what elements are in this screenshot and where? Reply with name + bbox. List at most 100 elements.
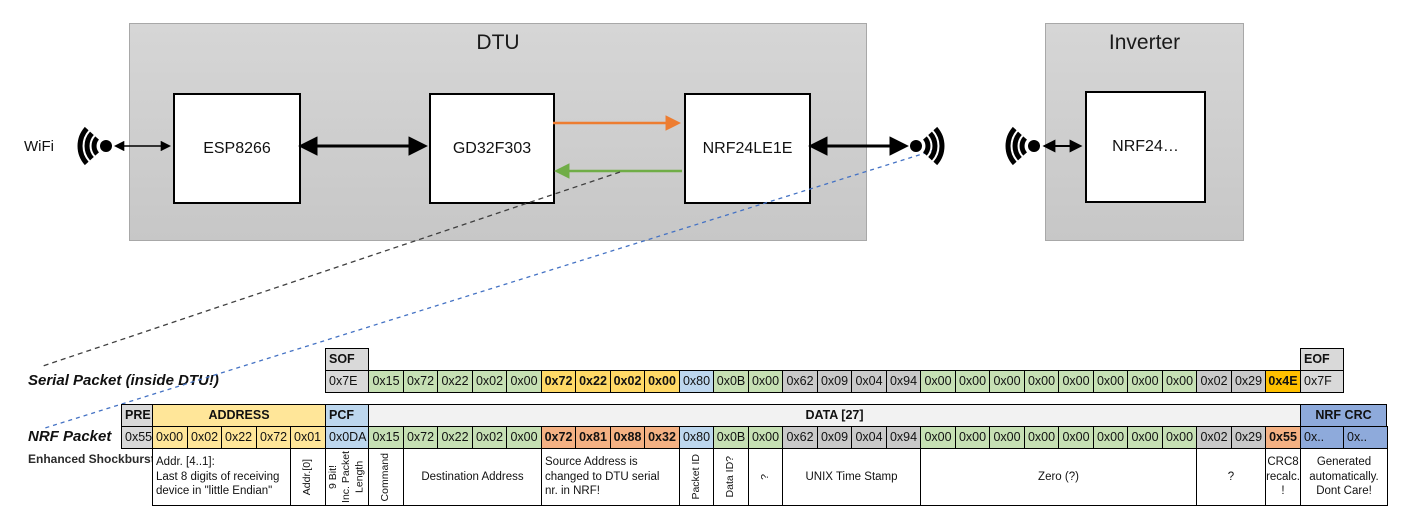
- serial-packet-label: Serial Packet (inside DTU!): [28, 372, 219, 389]
- nrf24le1e-box: NRF24LE1E: [684, 93, 811, 204]
- esp8266-box: ESP8266: [173, 93, 301, 204]
- pre-value: 0x55: [121, 426, 153, 449]
- nrf-byte-cell: 0x00: [920, 426, 956, 449]
- data-header: DATA [27]: [368, 404, 1301, 427]
- nrf-crc-cell: 0x..: [1300, 426, 1344, 449]
- inverter-nrf24-label: NRF24…: [1112, 138, 1179, 155]
- serial-byte-cell: 0x15: [368, 370, 404, 393]
- nrf-byte-cell: 0x02: [1196, 426, 1232, 449]
- nrf-crc-cell: 0x..: [1343, 426, 1388, 449]
- serial-byte-cell: 0x02: [472, 370, 507, 393]
- wifi-icon: [77, 126, 112, 166]
- annotation-cell: Generated automatically. Dont Care!: [1300, 448, 1388, 506]
- inverter-panel: Inverter: [1045, 23, 1244, 241]
- serial-byte-cell: 0x04: [851, 370, 887, 393]
- serial-byte-cell: 0x22: [437, 370, 473, 393]
- serial-byte-cell: 0x09: [817, 370, 852, 393]
- nrf-crc-header: NRF CRC: [1300, 404, 1387, 427]
- annotation-cell: Command: [368, 448, 404, 506]
- annotation-cell: Zero (?): [920, 448, 1197, 506]
- annotation-cell: UNIX Time Stamp: [782, 448, 921, 506]
- serial-byte-cell: 0x80: [679, 370, 714, 393]
- nrf-byte-cell: 0x09: [817, 426, 852, 449]
- address-header: ADDRESS: [152, 404, 326, 427]
- address-byte-cell: 0x01: [290, 426, 326, 449]
- serial-byte-cell: 0x00: [1093, 370, 1128, 393]
- address-byte-cell: 0x02: [187, 426, 222, 449]
- nrf-byte-cell: 0x00: [1127, 426, 1163, 449]
- serial-byte-cell: 0x00: [989, 370, 1025, 393]
- annotation-cell: ?: [748, 448, 783, 506]
- serial-byte-cell: 0x00: [920, 370, 956, 393]
- inverter-antenna-icon: [1005, 126, 1040, 166]
- dtu-title: DTU: [476, 31, 520, 54]
- pcf-value: 0x0DA: [325, 426, 369, 449]
- nrf-byte-cell: 0x02: [472, 426, 507, 449]
- sof-header: SOF: [325, 348, 369, 371]
- serial-byte-cell: 0x00: [1162, 370, 1197, 393]
- nrf-byte-cell: 0x62: [782, 426, 818, 449]
- nrf-byte-cell: 0x00: [748, 426, 783, 449]
- annotation-cell: 9 Bit! Inc. Packet Length: [325, 448, 369, 506]
- annotation-cell: Packet ID: [679, 448, 714, 506]
- inverter-title: Inverter: [1108, 31, 1181, 54]
- eof-header: EOF: [1300, 348, 1344, 371]
- gd32f303-label: GD32F303: [452, 139, 532, 157]
- sof-value: 0x7E: [325, 370, 369, 393]
- annotation-cell: Destination Address: [403, 448, 542, 506]
- annotation-cell: Source Address is changed to DTU serial …: [541, 448, 680, 506]
- pcf-header: PCF: [325, 404, 369, 427]
- annotation-cell: CRC8 recalc. !: [1265, 448, 1301, 506]
- nrf-byte-cell: 0x00: [1093, 426, 1128, 449]
- nrf-byte-cell: 0x29: [1231, 426, 1266, 449]
- serial-byte-cell: 0x00: [955, 370, 990, 393]
- dtu-antenna-icon: [910, 126, 945, 166]
- nrf-byte-cell: 0x00: [1058, 426, 1094, 449]
- nrf24le1e-label: NRF24LE1E: [702, 139, 793, 157]
- nrf-byte-cell: 0x88: [610, 426, 645, 449]
- nrf-byte-cell: 0x22: [437, 426, 473, 449]
- wifi-label: WiFi: [24, 138, 54, 155]
- serial-byte-cell: 0x22: [575, 370, 611, 393]
- nrf-byte-cell: 0x81: [575, 426, 611, 449]
- serial-byte-cell: 0x94: [886, 370, 921, 393]
- nrf-byte-cell: 0x00: [989, 426, 1025, 449]
- serial-byte-cell: 0x62: [782, 370, 818, 393]
- esp8266-label: ESP8266: [203, 139, 271, 157]
- serial-byte-cell: 0x00: [1058, 370, 1094, 393]
- nrf-packet-label: NRF Packet: [28, 428, 112, 445]
- serial-byte-cell: 0x00: [506, 370, 542, 393]
- nrf-byte-cell: 0x72: [541, 426, 576, 449]
- serial-byte-cell: 0x00: [1024, 370, 1059, 393]
- nrf-byte-cell: 0x32: [644, 426, 680, 449]
- annotation-cell: Addr.[0]: [290, 448, 326, 506]
- serial-byte-cell: 0x02: [1196, 370, 1232, 393]
- address-byte-cell: 0x22: [221, 426, 257, 449]
- nrf-byte-cell: 0x00: [1024, 426, 1059, 449]
- nrf-byte-cell: 0x00: [955, 426, 990, 449]
- serial-byte-cell: 0x72: [403, 370, 438, 393]
- serial-byte-cell: 0x02: [610, 370, 645, 393]
- address-byte-cell: 0x00: [152, 426, 188, 449]
- nrf-byte-cell: 0x72: [403, 426, 438, 449]
- serial-byte-cell: 0x00: [1127, 370, 1163, 393]
- serial-byte-cell: 0x0B: [713, 370, 749, 393]
- serial-byte-cell: 0x00: [748, 370, 783, 393]
- nrf-byte-cell: 0x00: [1162, 426, 1197, 449]
- serial-byte-cell: 0x4E: [1265, 370, 1301, 393]
- nrf-byte-cell: 0x00: [506, 426, 542, 449]
- eof-value: 0x7F: [1300, 370, 1344, 393]
- serial-byte-cell: 0x72: [541, 370, 576, 393]
- serial-byte-cell: 0x29: [1231, 370, 1266, 393]
- inverter-nrf24-box: NRF24…: [1085, 91, 1206, 203]
- annotation-cell: Addr. [4..1]: Last 8 digits of receiving…: [152, 448, 291, 506]
- nrf-byte-cell: 0x0B: [713, 426, 749, 449]
- annotation-cell: ?: [1196, 448, 1266, 506]
- pre-header: PRE: [121, 404, 153, 427]
- gd32f303-box: GD32F303: [429, 93, 555, 204]
- annotation-cell: Data ID?: [713, 448, 749, 506]
- nrf-byte-cell: 0x94: [886, 426, 921, 449]
- nrf-byte-cell: 0x55: [1265, 426, 1301, 449]
- nrf-byte-cell: 0x15: [368, 426, 404, 449]
